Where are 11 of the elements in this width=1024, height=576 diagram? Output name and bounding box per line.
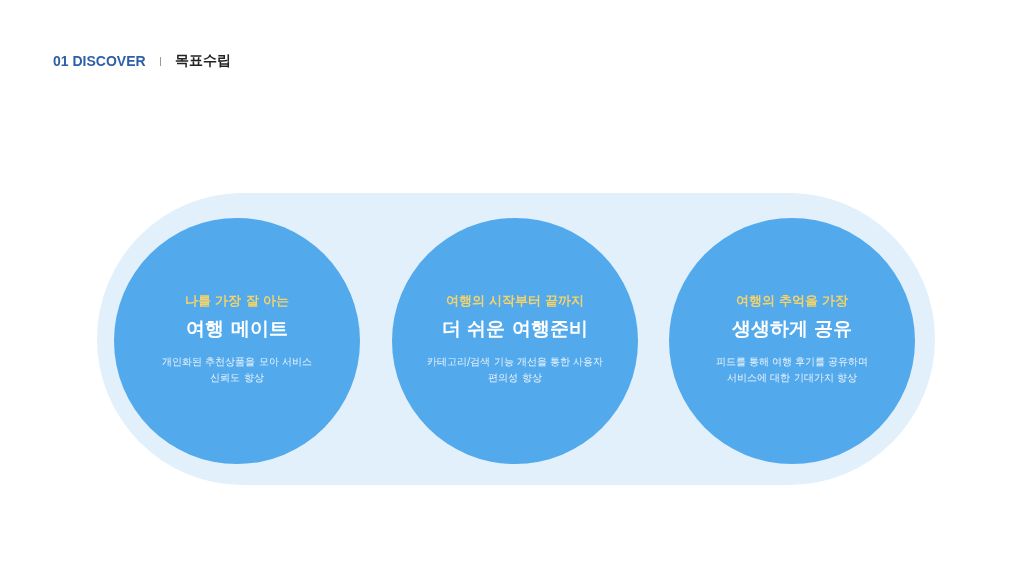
- description-text: 카테고리/검색 기능 개선을 통한 사용자 편의성 향상: [425, 354, 605, 385]
- description-text: 피드를 통해 여행 후기를 공유하며 서비스에 대한 기대가치 향상: [714, 354, 870, 385]
- subtitle-text: 여행의 시작부터 끝까지: [445, 292, 585, 310]
- title-text: 여행 메이트: [186, 315, 288, 341]
- section-number: 01 DISCOVER: [53, 53, 146, 69]
- description-text: 개인화된 추천상품을 모아 서비스 신뢰도 향상: [161, 354, 313, 385]
- title-text: 더 쉬운 여행준비: [441, 315, 589, 341]
- title-text: 생생하게 공유: [731, 315, 853, 341]
- subtitle-text: 여행의 추억을 가장: [735, 292, 849, 310]
- section-title: 목표수립: [174, 52, 231, 70]
- subtitle-text: 나를 가장 잘 아는: [184, 292, 290, 310]
